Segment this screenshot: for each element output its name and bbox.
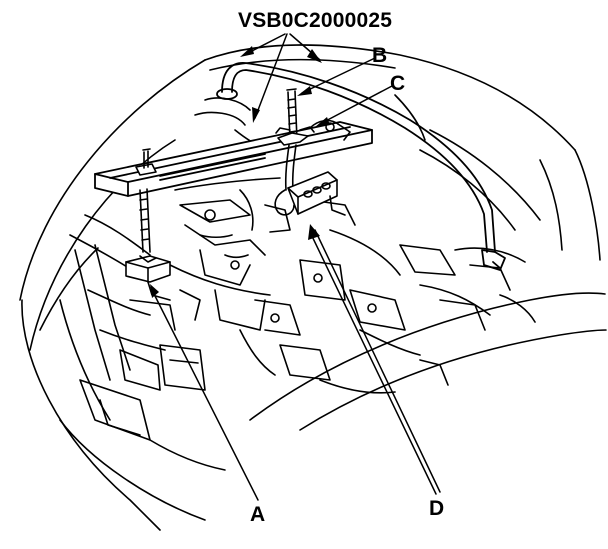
callout-label-c: C: [390, 72, 406, 95]
callout-label-b: B: [372, 44, 388, 67]
callout-leaders: [152, 34, 440, 500]
callout-arrowheads: [150, 46, 330, 298]
callout-label-d: D: [429, 497, 445, 520]
part-number-label: VSB0C2000025: [238, 9, 393, 32]
grille-headlight-area: [60, 215, 225, 470]
right-support-hook-assembly: [275, 89, 350, 215]
engine-compartment: [170, 95, 540, 393]
vehicle-body-outline: [20, 45, 606, 530]
hood-support-rod: [217, 63, 505, 270]
callout-label-a: A: [250, 503, 266, 526]
left-support-foot: [126, 149, 170, 300]
